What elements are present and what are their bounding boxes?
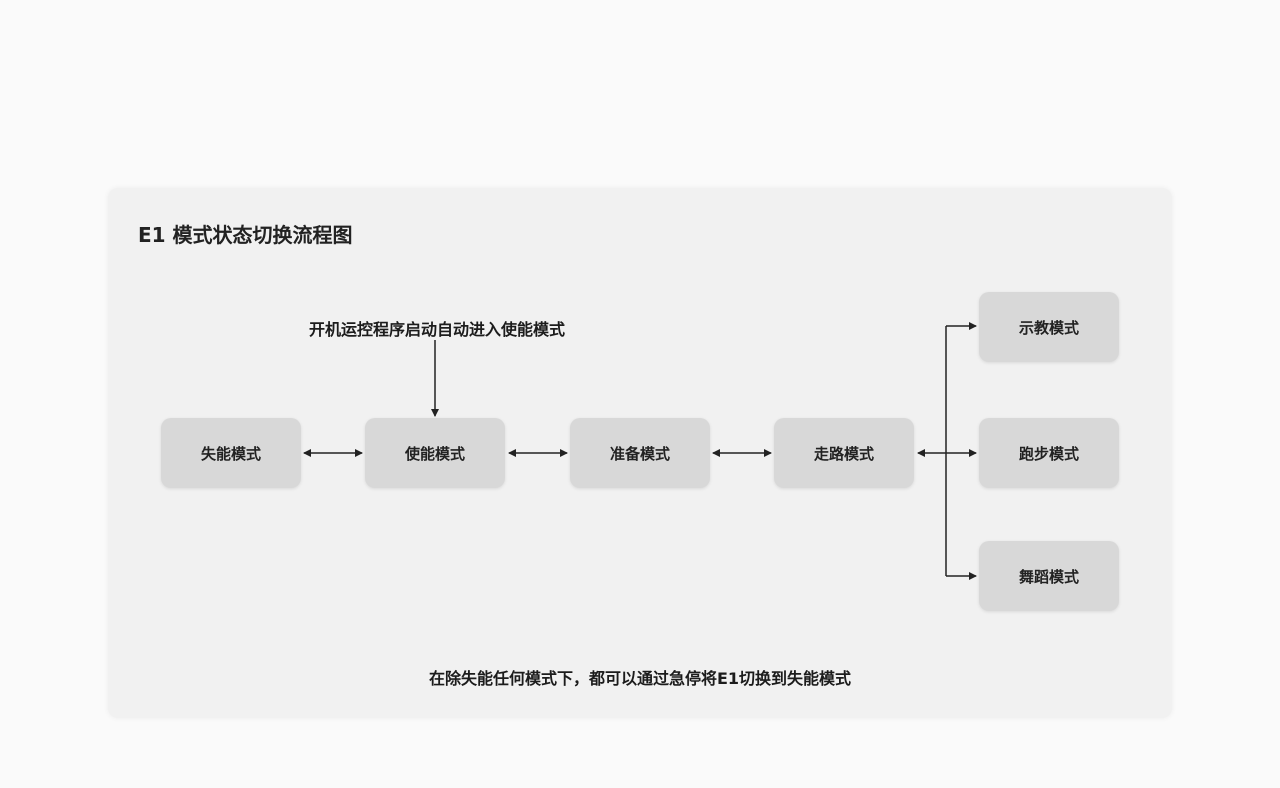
diagram-title: E1 模式状态切换流程图 <box>138 223 353 247</box>
node-ready-mode: 准备模式 <box>570 418 710 488</box>
startup-note: 开机运控程序启动自动进入使能模式 <box>308 320 565 339</box>
node-dance-mode: 舞蹈模式 <box>979 541 1119 611</box>
node-teach-mode: 示教模式 <box>979 292 1119 362</box>
node-enable-mode: 使能模式 <box>365 418 505 488</box>
node-disable-mode: 失能模式 <box>161 418 301 488</box>
node-walk-mode: 走路模式 <box>774 418 914 488</box>
node-run-mode: 跑步模式 <box>979 418 1119 488</box>
emergency-stop-note: 在除失能任何模式下，都可以通过急停将E1切换到失能模式 <box>428 669 852 688</box>
